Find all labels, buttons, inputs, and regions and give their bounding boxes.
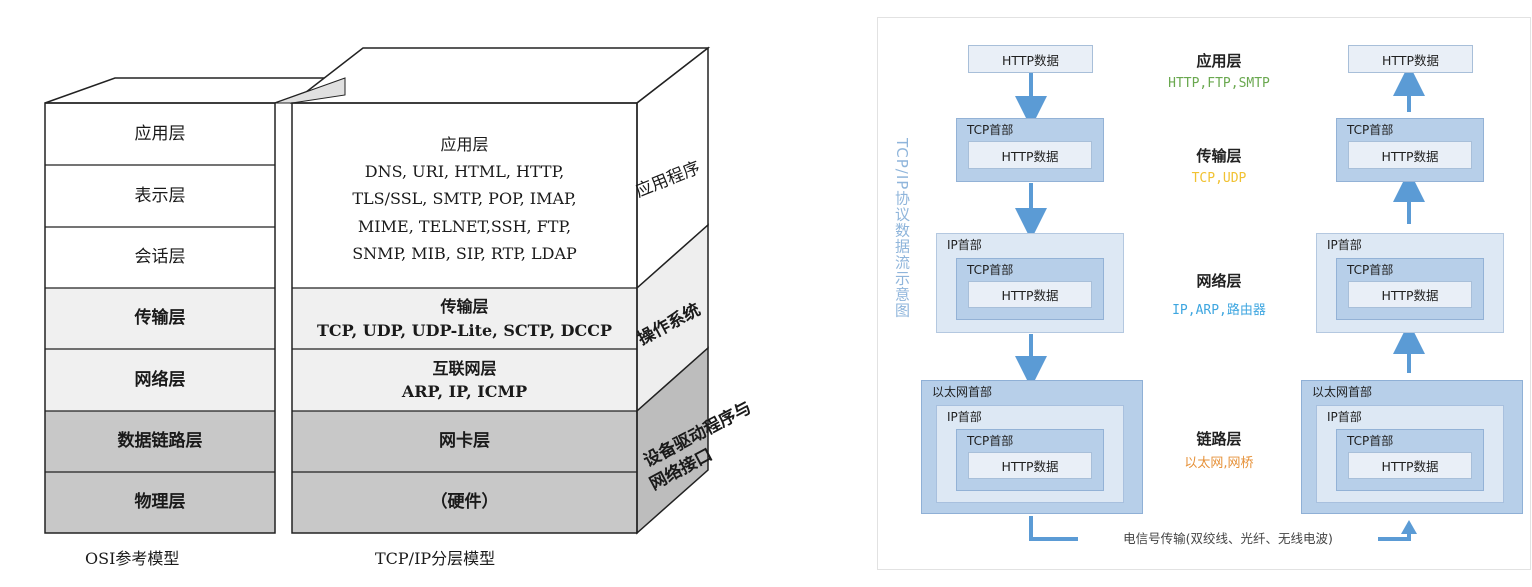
- tcpip-layer-hardware: （硬件）: [430, 492, 499, 513]
- tcpip-layer-link: 网卡层: [439, 431, 490, 452]
- tcpip-layer-internet: 互联网层 ARP, IP, ICMP: [401, 358, 528, 401]
- right-link-ip-box: IP首部 TCP首部 HTTP数据: [1316, 405, 1504, 503]
- flow-layer-proto-network: IP,ARP,路由器: [1172, 303, 1266, 318]
- tcpip-layer-transport: 传输层 TCP, UDP, UDP-Lite, SCTP, DCCP: [316, 297, 613, 340]
- signal-transmission-label: 电信号传输(双绞线、光纤、无线电波): [1078, 528, 1378, 547]
- right-network-tcp-box: TCP首部 HTTP数据: [1336, 258, 1484, 320]
- left-link-http-box: HTTP数据: [968, 452, 1092, 479]
- right-network-http-box: HTTP数据: [1348, 281, 1472, 308]
- osi-layer-transport: 传输层: [134, 308, 186, 329]
- left-network-tcp-box: TCP首部 HTTP数据: [956, 258, 1104, 320]
- flow-layer-name-network: 网络层: [1196, 272, 1242, 290]
- flow-layer-name-transport: 传输层: [1196, 147, 1242, 165]
- flow-layer-name-application: 应用层: [1196, 52, 1242, 70]
- left-transport-http-box: HTTP数据: [968, 141, 1092, 169]
- flow-layer-proto-application: HTTP,FTP,SMTP: [1168, 76, 1270, 91]
- left-transport-tcp-box: TCP首部 HTTP数据: [956, 118, 1104, 182]
- right-transport-tcp-box: TCP首部 HTTP数据: [1336, 118, 1484, 182]
- osi-layer-session: 会话层: [134, 247, 186, 268]
- tcpip-layer-application: 应用层 DNS, URI, HTML, HTTP, TLS/SSL, SMTP,…: [352, 135, 577, 263]
- flow-layer-proto-link: 以太网,网桥: [1184, 456, 1254, 471]
- left-network-ip-box: IP首部 TCP首部 HTTP数据: [936, 233, 1124, 333]
- osi-caption: OSI参考模型: [85, 549, 180, 568]
- right-link-eth-box: 以太网首部 IP首部 TCP首部 HTTP数据: [1301, 380, 1523, 514]
- right-network-ip-box: IP首部 TCP首部 HTTP数据: [1316, 233, 1504, 333]
- left-link-ip-box: IP首部 TCP首部 HTTP数据: [936, 405, 1124, 503]
- right-link-http-box: HTTP数据: [1348, 452, 1472, 479]
- left-link-tcp-box: TCP首部 HTTP数据: [956, 429, 1104, 491]
- tcpip-caption: TCP/IP分层模型: [375, 549, 496, 568]
- osi-layer-datalink: 数据链路层: [117, 431, 203, 452]
- osi-layer-presentation: 表示层: [134, 185, 186, 206]
- flow-layer-proto-transport: TCP,UDP: [1191, 171, 1247, 186]
- tcpip-data-flow-panel: TCP/IP协议数据流示意图 HTTP数据 HTTP数据 TCP首部 HTTP数…: [877, 17, 1531, 570]
- flow-vertical-title: TCP/IP协议数据流示意图: [893, 138, 911, 319]
- right-app-http-box: HTTP数据: [1348, 45, 1473, 73]
- left-link-eth-box: 以太网首部 IP首部 TCP首部 HTTP数据: [921, 380, 1143, 514]
- right-link-tcp-box: TCP首部 HTTP数据: [1336, 429, 1484, 491]
- osi-layer-physical: 物理层: [134, 492, 186, 513]
- osi-layer-network: 网络层: [134, 369, 186, 390]
- flow-arrows: [1015, 64, 1425, 541]
- right-transport-http-box: HTTP数据: [1348, 141, 1472, 169]
- diagram-lines: [44, 46, 711, 535]
- flow-layer-name-link: 链路层: [1196, 430, 1242, 448]
- left-network-http-box: HTTP数据: [968, 281, 1092, 308]
- left-app-http-box: HTTP数据: [968, 45, 1093, 73]
- osi-tcpip-comparison-diagram: 应用层 表示层 会话层 传输层 网络层 数据链路层 物理层 应用层 DNS, U…: [44, 46, 755, 568]
- osi-layer-application: 应用层: [134, 123, 186, 144]
